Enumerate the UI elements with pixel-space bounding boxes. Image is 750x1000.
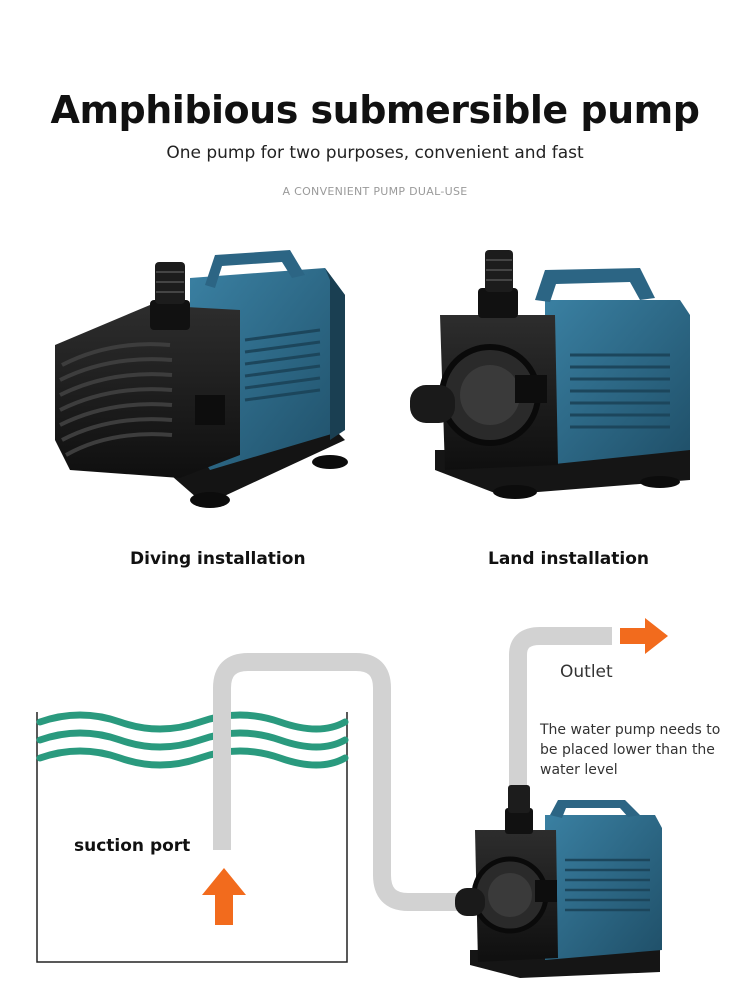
placement-note: The water pump needs to be placed lower … [540, 722, 721, 778]
page-tagline: A CONVENIENT PUMP DUAL-USE [282, 185, 468, 198]
outlet-pipe [509, 627, 612, 800]
suction-port-label: suction port [74, 836, 191, 856]
outlet-arrow-icon [620, 618, 668, 654]
land-installation-label: Land installation [488, 549, 650, 569]
page-title: Amphibious submersible pump [50, 88, 700, 132]
page-subtitle: One pump for two purposes, convenient an… [166, 143, 584, 163]
suction-pipe [213, 653, 462, 911]
diving-installation-label: Diving installation [130, 549, 306, 569]
diving-pump-image [55, 250, 348, 508]
suction-arrow-icon [202, 868, 246, 925]
outlet-label: Outlet [560, 662, 613, 682]
water-tank [36, 712, 348, 963]
water-waves [36, 711, 349, 769]
diagram-pump-image [455, 785, 662, 978]
land-pump-image [410, 250, 690, 499]
